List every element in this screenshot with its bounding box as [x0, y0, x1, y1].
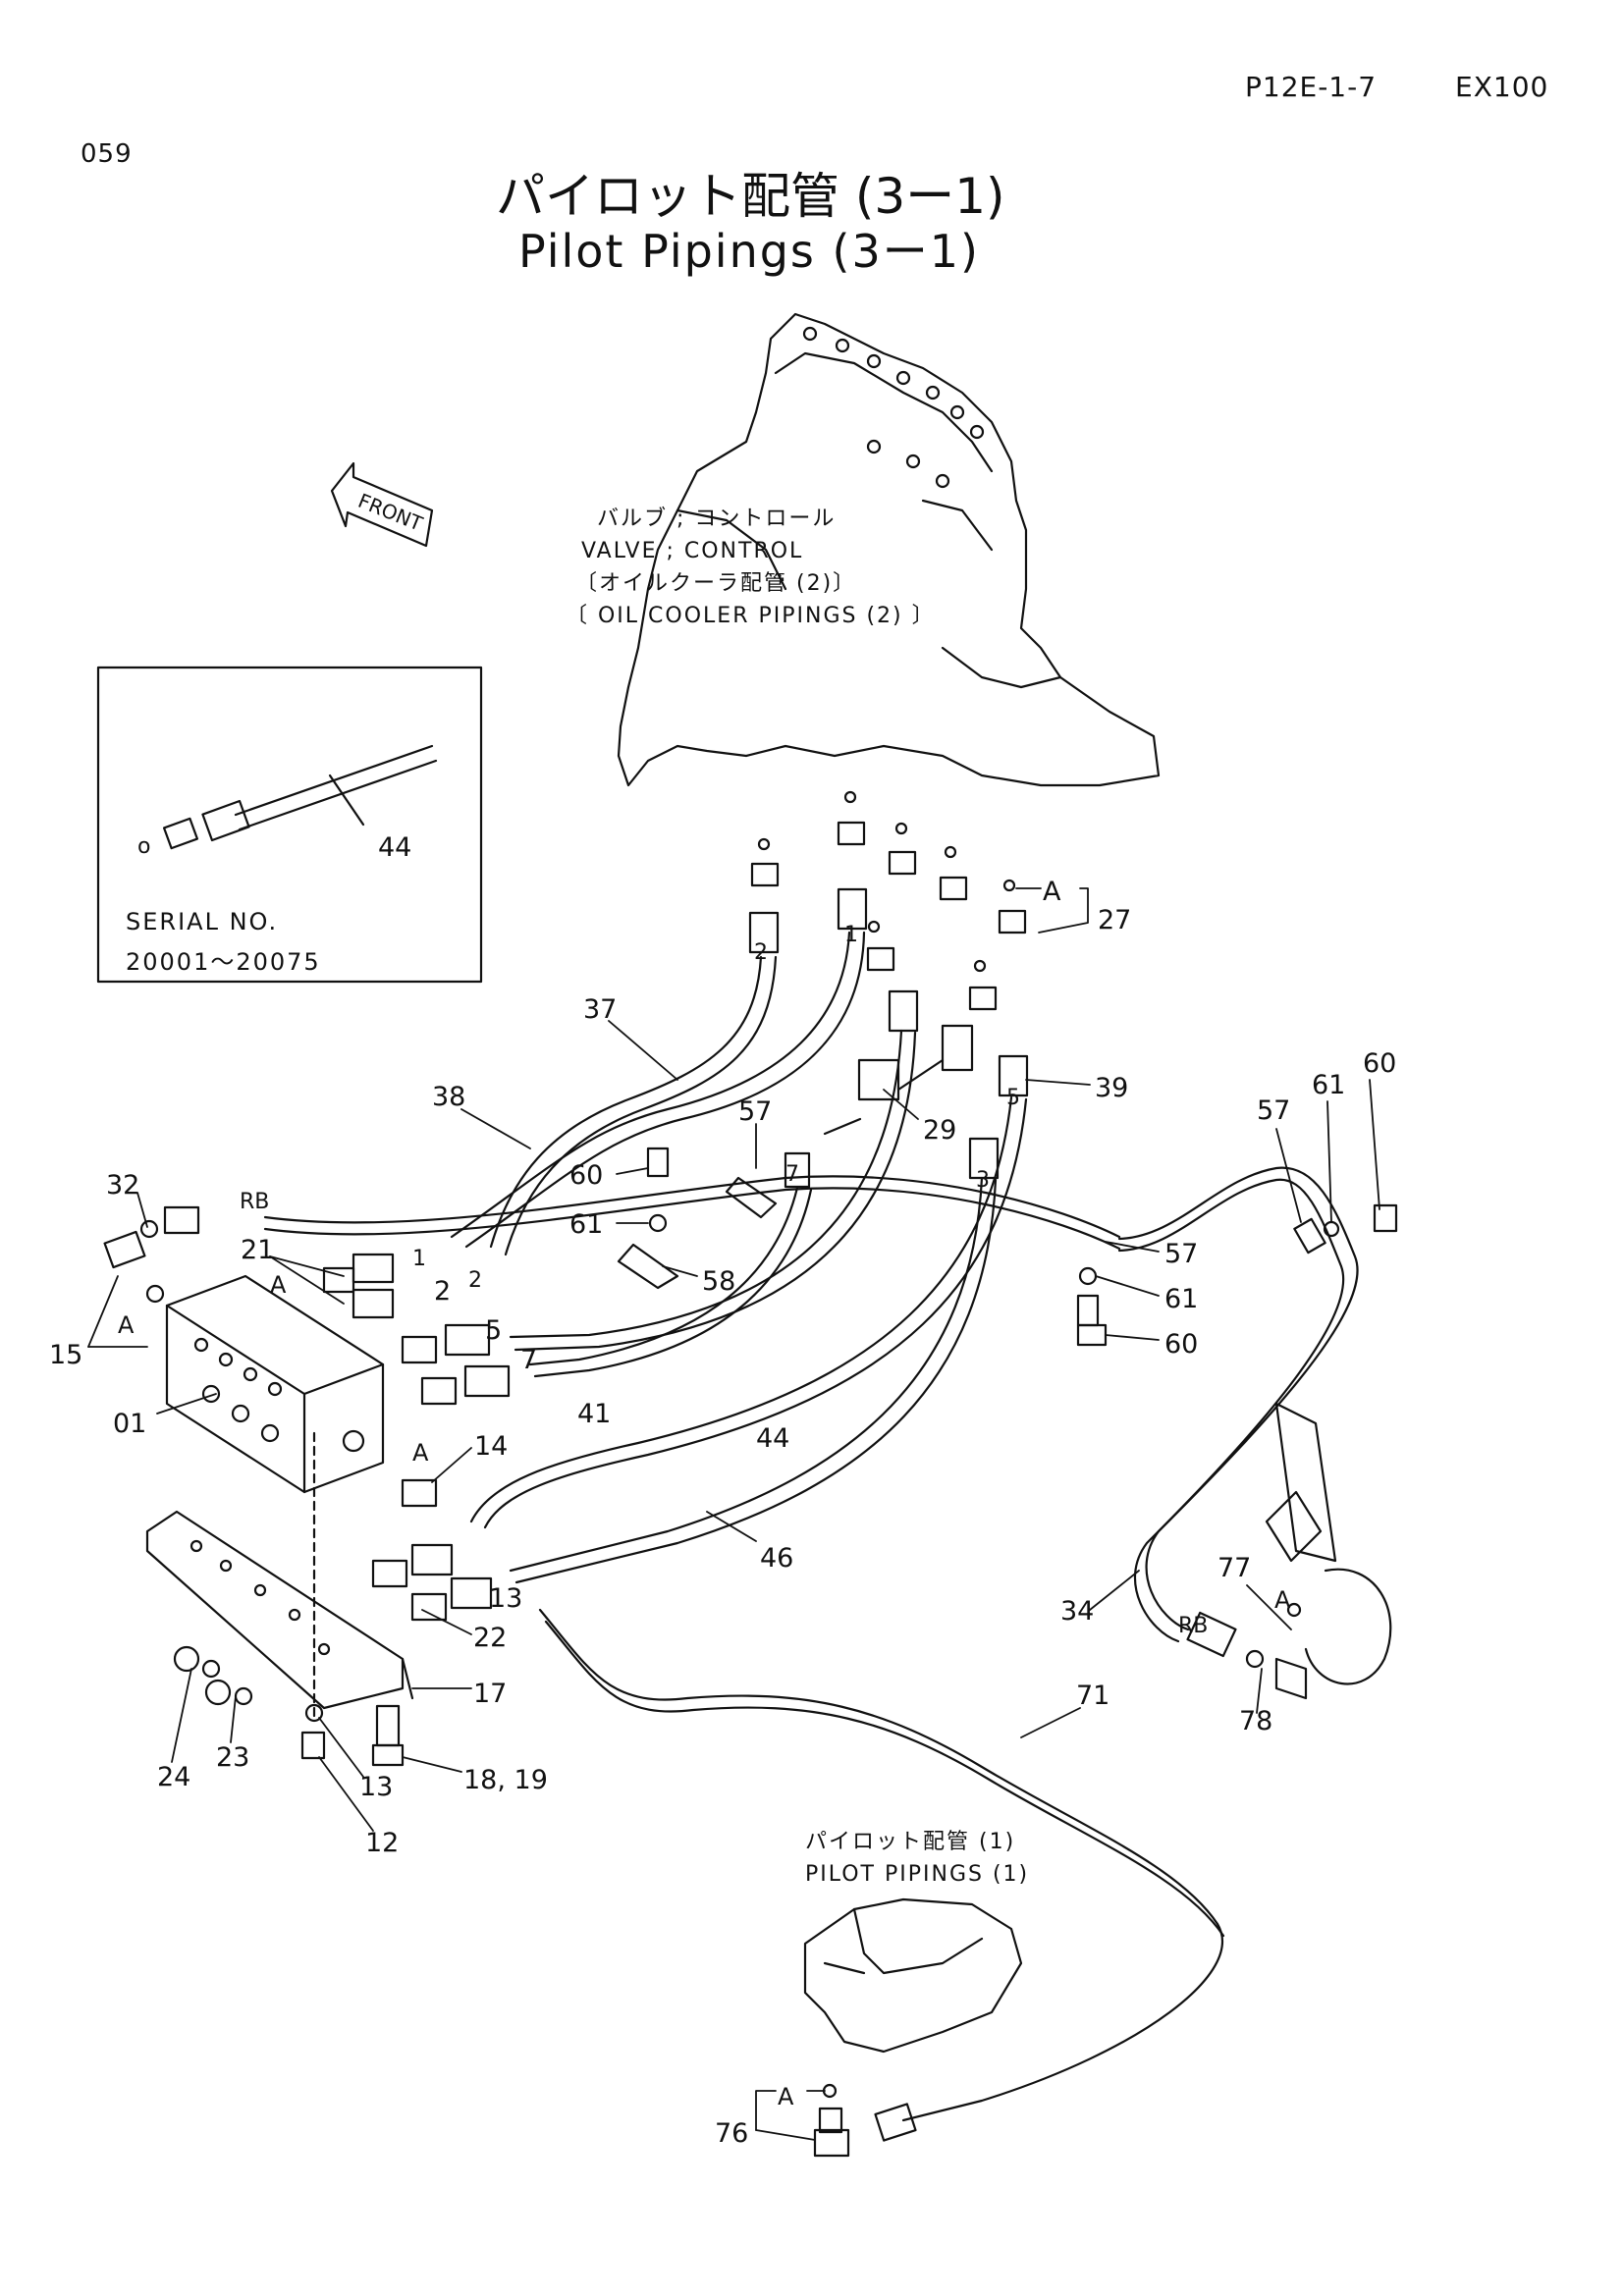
note-oil-cooler-jp: 〔オイルクーラ配管 (2)〕 [575, 571, 857, 596]
callout-22: 22 [473, 1623, 508, 1653]
elbow-fitting-76 [815, 2085, 848, 2156]
drawing-code: P12E-1-7 [1245, 71, 1378, 103]
callout-23: 23 [216, 1742, 250, 1773]
callout-01: 01 [113, 1409, 147, 1439]
page-number: 059 [81, 139, 133, 169]
callout-a-21: A [270, 1271, 287, 1299]
page-title-english: Pilot Pipings (3ー1) [518, 225, 980, 278]
callout-37: 37 [583, 994, 618, 1025]
callout-13-upper: 13 [489, 1583, 523, 1614]
hose-mark-2-left: 2 [468, 1268, 482, 1293]
callout-27: 27 [1098, 905, 1132, 935]
callout-24: 24 [157, 1762, 191, 1792]
callout-a-76: A [778, 2083, 794, 2110]
callout-57-right: 57 [1257, 1095, 1291, 1126]
callout-41: 41 [577, 1399, 612, 1429]
callout-71: 71 [1076, 1681, 1110, 1711]
note-valve-control-en: VALVE ; CONTROL [581, 539, 804, 563]
front-arrow-label: FRONT [354, 489, 426, 536]
serial-number-range: 20001〜20075 [126, 948, 321, 976]
right-fittings [1188, 1404, 1391, 1698]
manifold-fittings [105, 1207, 509, 1620]
callout-58: 58 [702, 1266, 736, 1297]
hose-bundle [265, 933, 1358, 1641]
callout-38: 38 [432, 1082, 466, 1112]
callout-15: 15 [49, 1340, 83, 1370]
hose-mark-1-left: 1 [412, 1247, 426, 1271]
callout-a-27: A [1043, 877, 1061, 907]
callout-a-77: A [1274, 1586, 1291, 1614]
callout-17: 17 [473, 1679, 508, 1709]
machine-model: EX100 [1455, 71, 1549, 103]
callout-44: 44 [756, 1423, 790, 1454]
callout-39: 39 [1095, 1073, 1129, 1103]
callout-14: 14 [474, 1431, 509, 1462]
callout-a-15: A [118, 1311, 135, 1339]
inset-o-ring-mark: o [137, 834, 151, 859]
page-title-japanese: パイロット配管 (3ー1) [496, 168, 1005, 225]
callout-21: 21 [241, 1235, 275, 1265]
serial-number-label: SERIAL NO. [126, 908, 279, 935]
note-oil-cooler-en: 〔 OIL COOLER PIPINGS (2) 〕 [566, 604, 936, 628]
hose-mark-3: 3 [976, 1168, 990, 1193]
callout-29: 29 [923, 1115, 957, 1146]
inset-part-number: 44 [378, 832, 412, 863]
callout-12: 12 [365, 1828, 400, 1858]
hardware-parts [175, 1148, 1396, 1765]
tee-fittings [785, 1026, 972, 1187]
callout-57-middle: 57 [1164, 1239, 1199, 1269]
pipe-71 [540, 1610, 1223, 2141]
callout-61-middle: 61 [1164, 1284, 1199, 1314]
callout-2: 2 [434, 1276, 452, 1307]
leader-lines [88, 888, 1380, 2140]
callout-60-middle: 60 [1164, 1329, 1199, 1360]
callout-34: 34 [1060, 1596, 1095, 1627]
callout-57-upper: 57 [738, 1096, 773, 1127]
callout-7: 7 [520, 1345, 538, 1375]
note-pilot-pipings-jp: パイロット配管 (1) [805, 1830, 1016, 1854]
callout-61-right: 61 [1312, 1070, 1346, 1100]
manifold-block [167, 1276, 383, 1718]
callout-rb-left: RB [240, 1190, 270, 1214]
callout-18-19: 18, 19 [463, 1765, 548, 1795]
callout-46: 46 [760, 1543, 794, 1574]
valve-fittings [750, 792, 1027, 1178]
pilot-valve-outline [805, 1899, 1021, 2052]
callout-a-14: A [412, 1439, 429, 1467]
hose-mark-7-tee: 7 [785, 1162, 799, 1187]
callout-32: 32 [106, 1170, 140, 1201]
callout-76: 76 [715, 2118, 749, 2149]
bracket-plate [147, 1512, 412, 1708]
front-arrow-icon: FRONT [332, 463, 432, 546]
inset-hose [164, 746, 436, 848]
callout-60-upper: 60 [569, 1160, 604, 1191]
serial-inset-box [98, 667, 481, 982]
note-pilot-pipings-en: PILOT PIPINGS (1) [805, 1862, 1030, 1887]
callout-60-right: 60 [1363, 1048, 1397, 1079]
control-valve-outline [619, 314, 1159, 785]
callout-13-lower: 13 [359, 1772, 394, 1802]
callout-77: 77 [1217, 1553, 1252, 1583]
callout-78: 78 [1239, 1706, 1273, 1736]
